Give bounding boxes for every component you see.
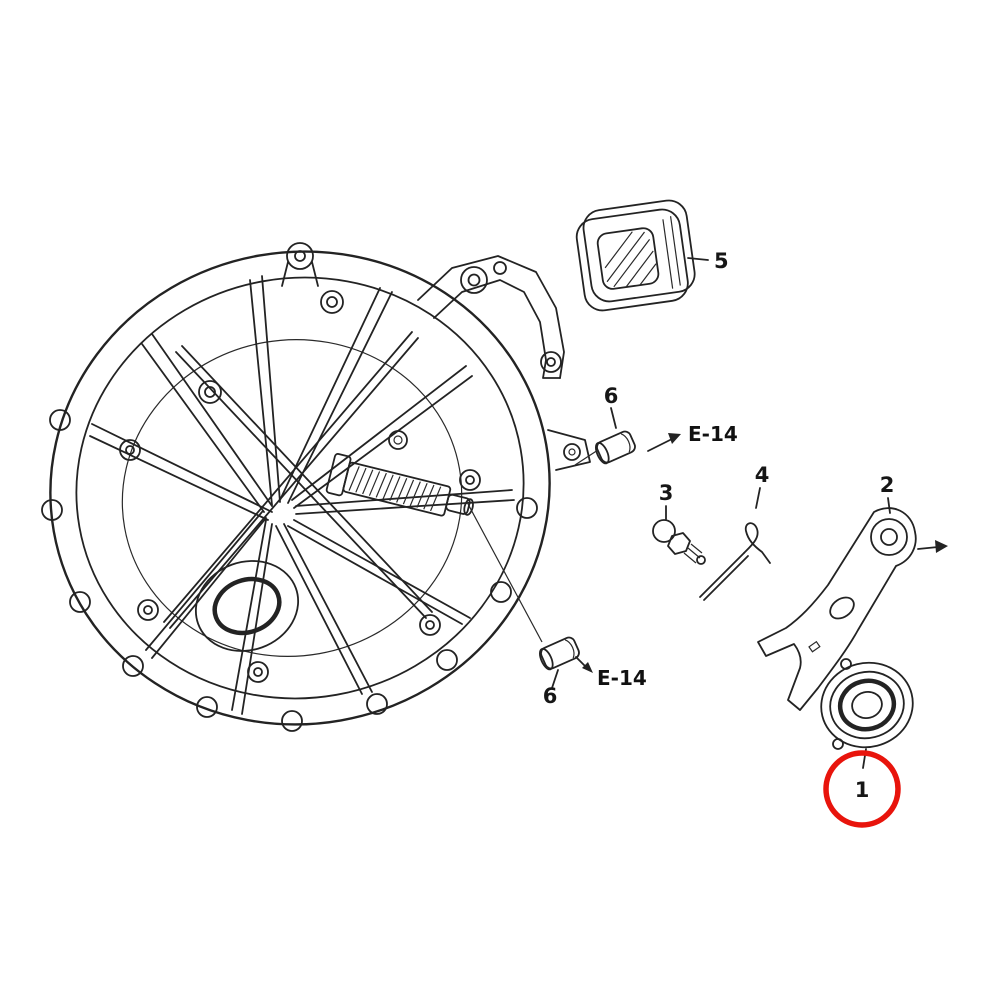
bushing-lower-drawing	[539, 636, 580, 671]
switch-drawing	[652, 519, 706, 565]
housing-hub	[194, 560, 300, 652]
transmission-housing-drawing	[41, 242, 591, 732]
direction-arrow-line	[917, 546, 939, 550]
housing-upper-brackets	[417, 255, 565, 379]
part2-leader	[887, 497, 891, 514]
housing-ribs	[89, 275, 515, 715]
release-fork-drawing	[757, 507, 917, 711]
housing-bolt-ears	[41, 409, 538, 732]
part-6-lower-label: 6	[543, 684, 558, 708]
part-6-upper-label: 6	[604, 384, 619, 408]
e14-upper-ref: E-14	[688, 422, 738, 446]
direction-arrowhead	[935, 540, 948, 553]
part6-lower-leader	[551, 669, 559, 689]
part-5-label: 5	[714, 249, 729, 273]
part5-mount-drawing	[575, 199, 696, 312]
spring-clip-drawing	[699, 522, 771, 601]
shift-detent-circle	[388, 430, 408, 450]
bushing-upper-drawing	[595, 430, 636, 465]
e14-lower-arrowhead	[582, 662, 593, 673]
part-1-label: 1	[855, 778, 870, 802]
part-3-label: 3	[659, 481, 674, 505]
part5-leader	[687, 257, 709, 261]
release-bearing-drawing	[820, 658, 914, 750]
housing-right-lug	[547, 429, 591, 471]
highlight-circle	[823, 750, 901, 828]
e14-upper-arrowhead	[668, 433, 681, 444]
housing-top-mount	[281, 242, 319, 287]
e14-lower-ref: E-14	[597, 666, 647, 690]
shift-detent-inner	[393, 435, 403, 445]
housing-cross-ribs	[163, 331, 433, 629]
part6-upper-leader	[610, 407, 617, 429]
input-shaft-drawing	[325, 453, 474, 517]
part4-leader	[755, 487, 761, 509]
housing-face-bosses	[119, 290, 481, 683]
part-4-label: 4	[755, 463, 770, 487]
bushing-upper-axis	[574, 449, 599, 466]
shaft-axis-line	[467, 503, 543, 643]
part-2-label: 2	[880, 473, 895, 497]
e14-upper-arrow-line	[647, 438, 673, 452]
e14-lower-arrow-line	[575, 656, 587, 668]
